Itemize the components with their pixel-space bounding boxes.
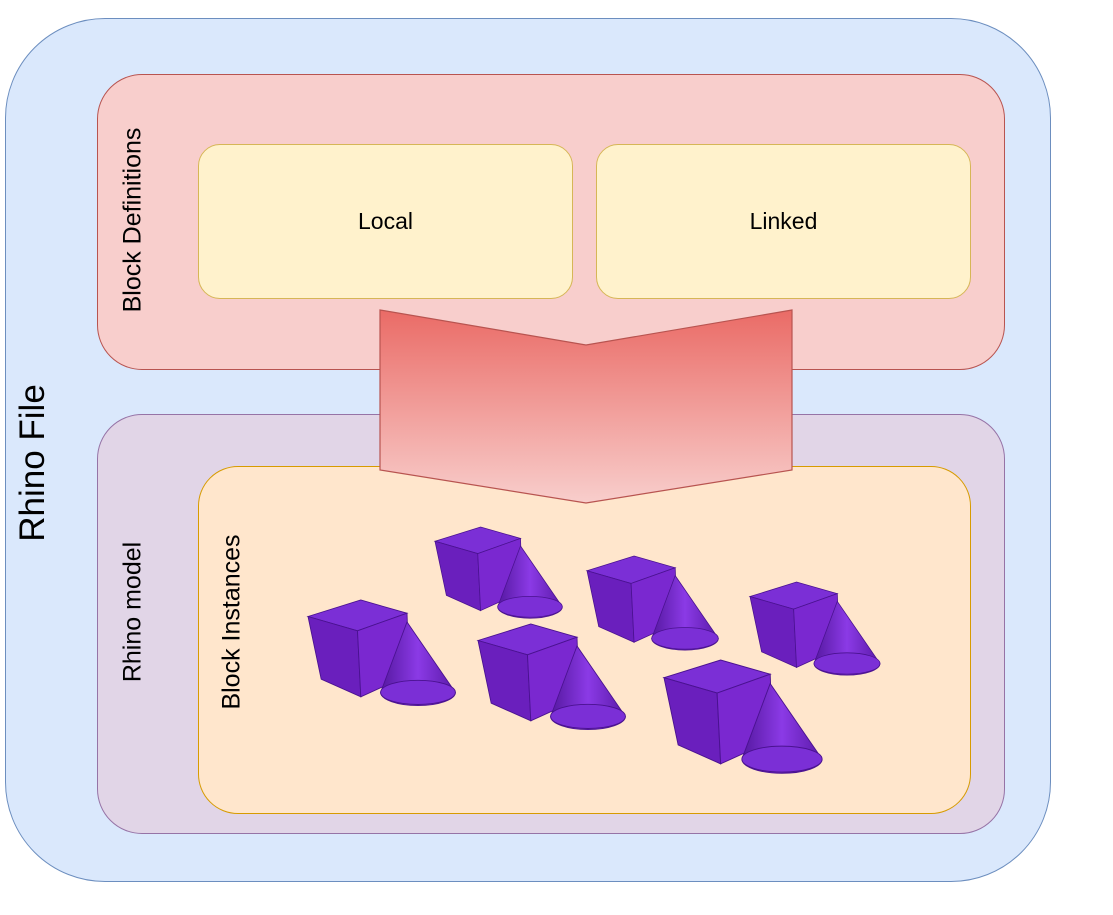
block-instance xyxy=(748,581,881,676)
block-instance xyxy=(476,623,626,731)
block-instance xyxy=(306,599,456,707)
block-instance xyxy=(433,526,563,619)
cone-base xyxy=(497,595,563,618)
cone-base xyxy=(813,652,881,675)
cone-base xyxy=(380,679,456,705)
block-instance xyxy=(585,555,719,651)
block-instance xyxy=(662,659,823,774)
block-instances-shapes xyxy=(306,526,881,774)
cone-base xyxy=(651,627,719,650)
local-label: Local xyxy=(358,208,413,234)
linked-definition-box: Linked xyxy=(596,144,971,299)
flow-arrow xyxy=(379,309,793,504)
cone-base xyxy=(741,745,823,773)
linked-label: Linked xyxy=(749,208,818,234)
cone-base xyxy=(550,703,626,729)
local-definition-box: Local xyxy=(198,144,573,299)
